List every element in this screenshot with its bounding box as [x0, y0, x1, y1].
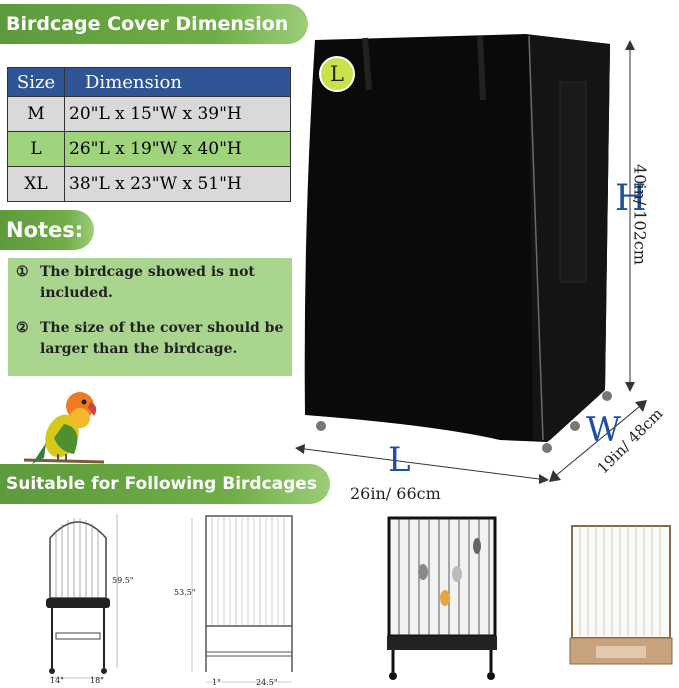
note-text: The size of the cover should be larger t…: [40, 320, 284, 357]
size-badge: L: [319, 56, 355, 92]
parrot-image: [24, 392, 104, 464]
note-number: ①: [16, 264, 29, 280]
row-dimension: 26"L x 19"W x 40"H: [64, 131, 291, 167]
table-row: XL 38"L x 23"W x 51"H: [7, 166, 291, 202]
size-table: Size Dimension M 20"L x 15"W x 39"H L 26…: [7, 67, 291, 202]
row-size: M: [7, 96, 65, 132]
title-banner-text: Birdcage Cover Dimension: [6, 13, 289, 35]
length-letter: L: [388, 440, 411, 480]
notes-banner: Notes:: [0, 210, 94, 250]
suitable-banner: Suitable for Following Birdcages: [0, 464, 330, 504]
note-text: The birdcage showed is not included.: [40, 264, 255, 301]
notes-box: ① The birdcage showed is not included. ②…: [8, 258, 292, 376]
cage1-width1-label: 14": [50, 676, 64, 685]
cage-image-4: [569, 525, 673, 665]
title-banner: Birdcage Cover Dimension: [0, 4, 308, 44]
size-badge-text: L: [330, 62, 344, 86]
width-letter: W: [586, 410, 621, 450]
header-size: Size: [7, 67, 65, 97]
cage2-height-label: 53.5": [174, 588, 196, 597]
height-value: 40in/ 102cm: [630, 164, 650, 265]
header-dimension: Dimension: [64, 67, 291, 97]
cage-image-2: [191, 515, 293, 683]
row-size: XL: [7, 166, 65, 202]
cage1-height-label: 59.5": [112, 576, 134, 585]
cage1-width2-label: 18": [90, 676, 104, 685]
cage-cover-illustration: [295, 34, 647, 484]
row-dimension: 20"L x 15"W x 39"H: [64, 96, 291, 132]
table-row: L 26"L x 19"W x 40"H: [7, 131, 291, 167]
suitable-banner-text: Suitable for Following Birdcages: [6, 474, 317, 494]
row-size: L: [7, 131, 65, 167]
height-letter: H: [615, 178, 647, 219]
note-number: ②: [16, 320, 29, 336]
row-dimension: 38"L x 23"W x 51"H: [64, 166, 291, 202]
cage2-width1-label: 1": [212, 678, 221, 687]
cage2-width2-label: 24.5": [256, 678, 278, 687]
note-item: ② The size of the cover should be larger…: [16, 318, 284, 360]
table-row: M 20"L x 15"W x 39"H: [7, 96, 291, 132]
length-value: 26in/ 66cm: [350, 484, 441, 503]
notes-banner-text: Notes:: [6, 218, 84, 242]
table-header-row: Size Dimension: [7, 67, 291, 97]
cage-image-3: [387, 516, 497, 680]
note-item: ① The birdcage showed is not included.: [16, 262, 284, 304]
cage-image-1: [46, 514, 118, 679]
